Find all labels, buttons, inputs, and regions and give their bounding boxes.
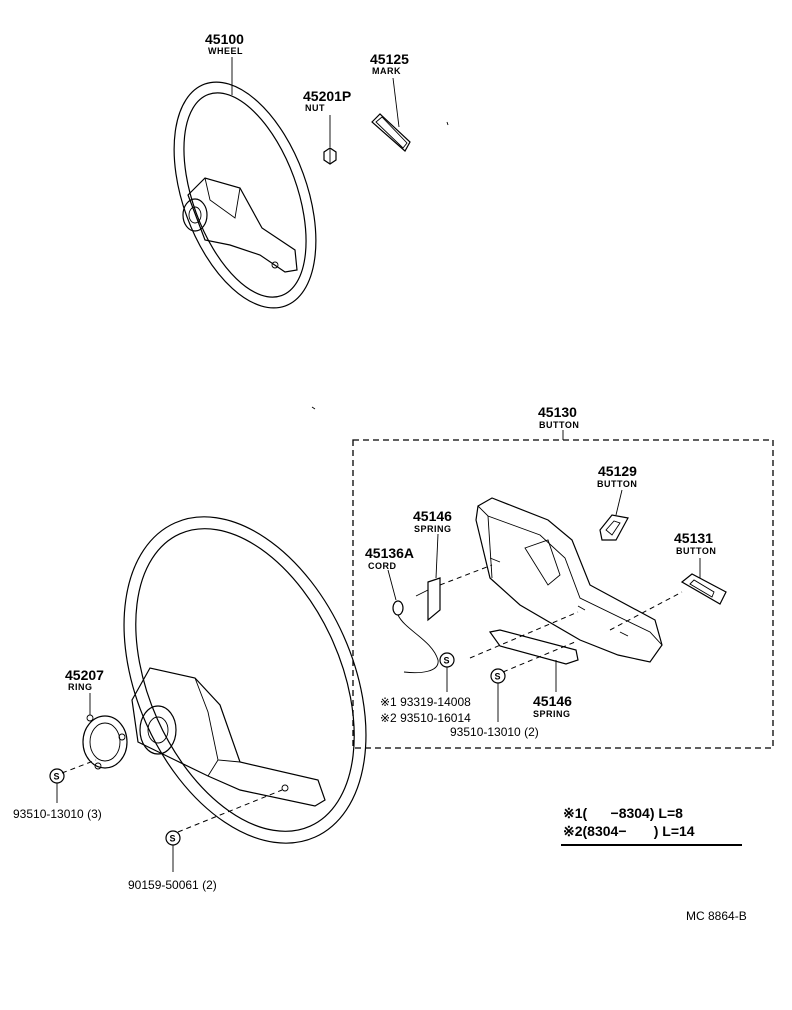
part-name-ring: RING xyxy=(68,682,93,692)
ref-screw-ring: 93510-13010 (3) xyxy=(13,807,102,821)
ref-screw-box: 93510-13010 (2) xyxy=(450,725,539,739)
horn-pad xyxy=(475,497,663,663)
spring-top-part xyxy=(415,577,441,622)
part-number-45131: 45131 xyxy=(674,530,713,546)
part-name-cord: CORD xyxy=(368,561,397,571)
part-number-45100: 45100 xyxy=(205,31,244,47)
ref-screw-wheel: 90159-50061 (2) xyxy=(128,878,217,892)
note-line-1: ※1( −8304) L=8 xyxy=(563,805,683,821)
part-number-45130: 45130 xyxy=(538,404,577,420)
spring-bottom-part xyxy=(488,629,579,665)
part-name-spring-bottom: SPRING xyxy=(533,709,571,719)
cord-part xyxy=(392,600,439,674)
mark-part xyxy=(371,113,411,152)
part-number-45146-bottom: 45146 xyxy=(533,693,572,709)
button-45131-part xyxy=(680,573,727,605)
leader-45125 xyxy=(392,77,400,128)
steering-wheel-bottom xyxy=(123,516,367,844)
ref-screw-2: ※2 93510-16014 xyxy=(380,711,471,725)
ref-screw-1: ※1 93319-14008 xyxy=(380,695,471,709)
part-name-wheel: WHEEL xyxy=(208,46,243,56)
part-name-mark: MARK xyxy=(372,66,401,76)
part-name-button-right: BUTTON xyxy=(676,546,716,556)
part-name-button-small: BUTTON xyxy=(597,479,637,489)
length-notes: ※1( −8304) L=8 ※2(8304− ) L=14 xyxy=(561,805,742,846)
part-name-button-group: BUTTON xyxy=(539,420,579,430)
svg-text:S: S xyxy=(54,772,61,782)
note-line-2: ※2(8304− ) L=14 xyxy=(563,823,695,839)
footer-code: MC 8864-B xyxy=(686,909,747,923)
svg-text:S: S xyxy=(170,834,177,844)
part-number-45207: 45207 xyxy=(65,667,104,683)
svg-text:S: S xyxy=(444,656,451,666)
part-number-45146-top: 45146 xyxy=(413,508,452,524)
nut-part xyxy=(323,147,337,165)
part-number-45129: 45129 xyxy=(598,463,637,479)
part-name-spring-top: SPRING xyxy=(414,524,452,534)
part-number-45201p: 45201P xyxy=(303,88,351,104)
button-45129-part xyxy=(599,514,629,541)
part-name-nut: NUT xyxy=(305,103,325,113)
part-number-45125: 45125 xyxy=(370,51,409,67)
part-number-45136a: 45136A xyxy=(365,545,414,561)
ring-part xyxy=(82,714,128,770)
svg-text:S: S xyxy=(495,672,502,682)
steering-wheel-top xyxy=(173,81,317,309)
